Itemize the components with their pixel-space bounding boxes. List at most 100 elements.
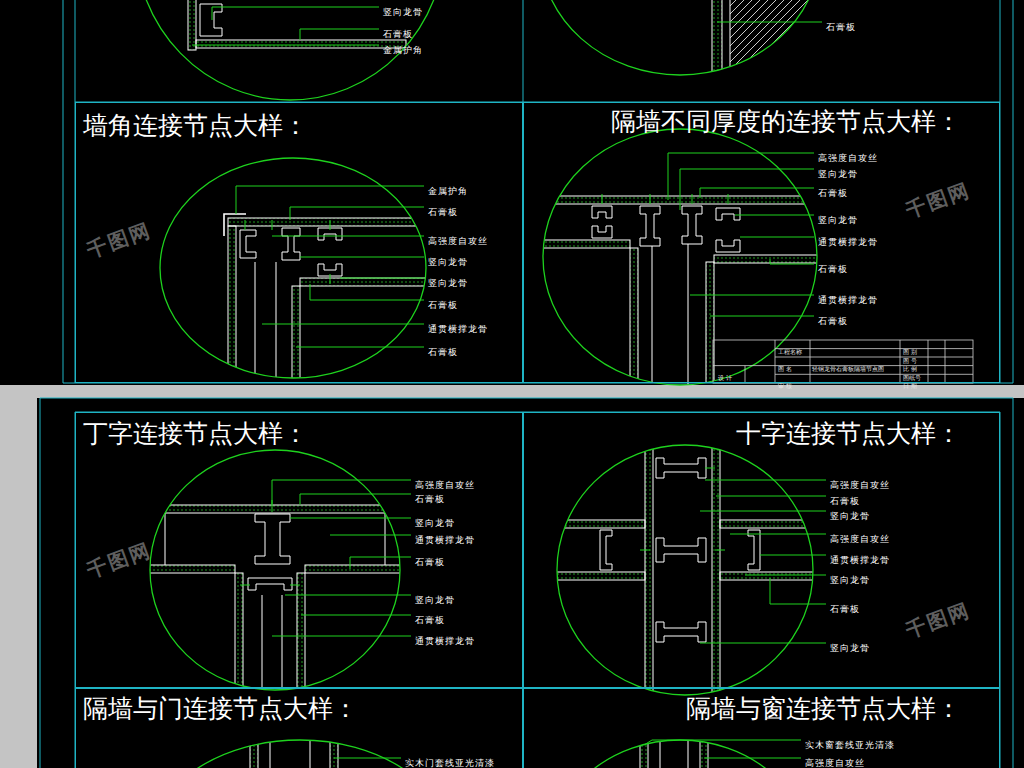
title-block-cell-box: 图 名 [778,357,792,375]
callout-label-box: 竖向龙骨 [830,569,870,587]
cross-channel [652,244,688,390]
panel-heading: 隔墙不同厚度的连接节点大样： [524,103,999,136]
gypsum-board [188,0,196,50]
stud [282,228,300,260]
callout-label: 石膏板 [818,187,848,199]
callout-label-box: 竖向龙骨 [428,272,468,290]
callout-label: 石膏板 [383,28,413,40]
stud [656,538,706,562]
stud [270,738,310,768]
callout-label: 石膏板 [428,206,458,218]
title-block-cell: 日 期 [903,382,917,390]
title-block-cell: 工程名称 [778,348,802,356]
callout-label: 竖向龙骨 [383,6,423,18]
callout-label-box: 通贯横撑龙骨 [818,289,878,307]
callout-label: 竖向龙骨 [428,256,468,268]
callout-label-box: 石膏板 [830,598,860,616]
title-block-cell: 图 号 [903,357,917,365]
callout-label-box: 实木门套线亚光清漆 [405,752,495,768]
callout-label: 实木门套线亚光清漆 [405,757,495,768]
gypsum-board [630,248,638,388]
callout-label: 高强度自攻丝 [415,479,475,491]
callout-label-box: 石膏板 [818,182,848,200]
callout-label-box: 竖向龙骨 [830,505,870,523]
callout-label-box: 通贯横撑龙骨 [818,231,878,249]
callout-label-box: 高强度自攻丝 [428,230,488,248]
title-block-cell-box: 审 核 [778,374,792,392]
callout-label: 竖向龙骨 [415,594,455,606]
callout-label-box: 石膏板 [428,294,458,312]
callout-label-box: 竖向龙骨 [818,209,858,227]
callout-label: 石膏板 [830,603,860,615]
panel-heading: 隔墙与门连接节点大样： [76,689,522,723]
callout-label: 竖向龙骨 [818,168,858,180]
callout-label-box: 石膏板 [383,23,413,41]
callout-label: 高强度自攻丝 [830,479,890,491]
callout-label: 金属护角 [383,44,423,56]
title-block-cell-box: 设 计 [718,366,732,384]
wall-section [550,440,820,702]
callout-label-box: 通贯横撑龙骨 [415,529,475,547]
title-block-cell-box: 日 期 [903,374,917,392]
detail-panel: 隔墙与窗连接节点大样： [523,688,1000,768]
stud [656,622,706,642]
callout-label: 石膏板 [415,614,445,626]
callout-label: 石膏板 [415,556,445,568]
screw [240,500,300,585]
title-block [713,340,973,383]
callout-label: 高强度自攻丝 [805,757,865,768]
stud [318,228,342,276]
callout-label: 高强度自攻丝 [830,533,890,545]
callout-label-box: 石膏板 [818,258,848,276]
leader-line [644,740,801,758]
detail-circle [543,129,817,385]
wall-section [712,0,830,85]
stud [600,530,760,570]
callout-label: 通贯横撑龙骨 [818,294,878,306]
callout-label: 竖向龙骨 [830,642,870,654]
callout-label: 竖向龙骨 [818,214,858,226]
title-block-cell: 图 别 [903,348,917,356]
callout-label: 金属护角 [428,185,468,197]
callout-label-box: 金属护角 [428,180,468,198]
detail-circle [135,0,445,100]
callout-label-box: 高强度自攻丝 [818,147,878,165]
callout-label-box: 竖向龙骨 [830,637,870,655]
callout-label: 高强度自攻丝 [428,235,488,247]
gypsum-board [712,0,722,85]
watermark-box: 千图网 [84,217,154,262]
callout-label-box: 竖向龙骨 [428,251,468,269]
leader-line [192,7,379,45]
detail-circle [550,740,810,768]
gypsum-board [305,565,410,573]
detail-circle [540,0,820,75]
title-block-cell-box: 工程名称 [778,340,802,358]
detail-panel: 隔墙不同厚度的连接节点大样： [523,102,1000,383]
callout-label: 石膏板 [818,263,848,275]
callout-label-box: 竖向龙骨 [415,589,455,607]
callout-label: 高强度自攻丝 [818,152,878,164]
stud [240,230,256,258]
leader-line [700,480,826,643]
gypsum-board [145,565,235,573]
leader-line [334,758,401,759]
detail-panel: 隔墙与门连接节点大样： [75,688,523,768]
stud [592,206,612,238]
gypsum-board [300,278,428,286]
screw [245,220,330,284]
callout-label: 石膏板 [826,21,856,33]
callout-label-box: 金属护角 [383,39,423,57]
callout-label: 竖向龙骨 [428,277,468,289]
title-block-cell-box: 轻钢龙骨石膏板隔墙节点图 [812,357,884,375]
gypsum-board [292,286,300,386]
gypsum-board [550,572,645,580]
callout-label-box: 石膏板 [830,490,860,508]
callout-label: 竖向龙骨 [415,517,455,529]
title-block-cell: 图 名 [778,365,792,373]
stud [682,206,702,244]
callout-label: 石膏板 [428,346,458,358]
callout-label: 通贯横撑龙骨 [428,323,488,335]
panel-heading: 隔墙与窗连接节点大样： [524,689,999,723]
watermark-box: 千图网 [903,597,973,642]
watermark-box: 千图网 [84,537,154,582]
